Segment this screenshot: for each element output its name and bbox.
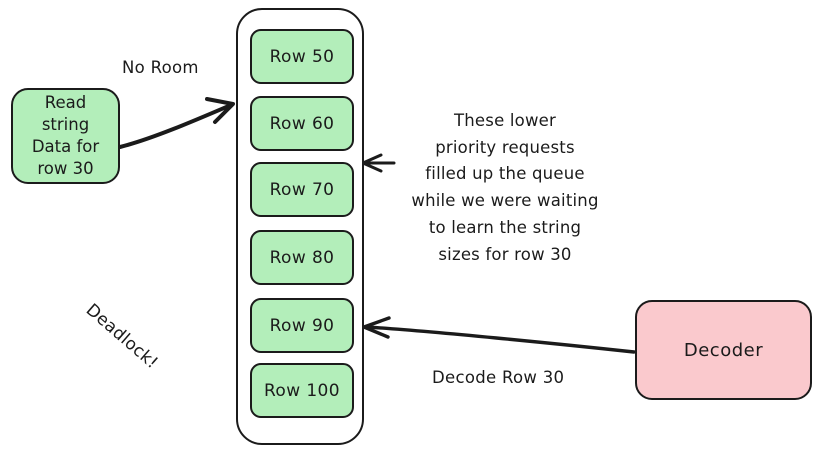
annotation-line-3: filled up the queue <box>425 164 585 184</box>
queue-row-item[interactable]: Row 50 <box>250 29 354 84</box>
annotation-line-4: while we were waiting <box>411 191 599 211</box>
queue-row-item[interactable]: Row 90 <box>250 298 354 353</box>
label-decode-row-30: Decode Row 30 <box>432 368 565 387</box>
queue-row-item[interactable]: Row 70 <box>250 162 354 217</box>
label-no-room: No Room <box>122 58 199 77</box>
annotation-line-5: to learn the string <box>428 217 582 237</box>
read-node-line-2: string <box>41 115 90 135</box>
arrow-annotation-head <box>361 153 383 173</box>
arrow-no-room <box>118 103 233 149</box>
arrow-decode-row <box>365 325 636 354</box>
queue-row-item[interactable]: Row 60 <box>250 96 354 151</box>
arrow-decode-row-head <box>362 316 391 339</box>
annotation-line-1: These lower <box>454 111 556 130</box>
read-node-line-1: Read <box>44 93 87 113</box>
annotation-queue-filled-note: These lower priority requests filled up … <box>396 108 614 268</box>
node-read-string-data[interactable]: Read string Data for row 30 <box>11 88 120 184</box>
read-node-line-3: Data for <box>31 137 100 156</box>
queue-row-item[interactable]: Row 100 <box>250 363 354 418</box>
arrow-no-room-head <box>205 97 235 124</box>
annotation-line-6: sizes for row 30 <box>438 244 572 264</box>
queue-row-item[interactable]: Row 80 <box>250 230 354 285</box>
read-node-line-4: row 30 <box>37 158 94 178</box>
label-deadlock: Deadlock! <box>81 300 162 374</box>
annotation-line-2: priority requests <box>435 137 575 157</box>
node-decoder[interactable]: Decoder <box>635 300 812 400</box>
